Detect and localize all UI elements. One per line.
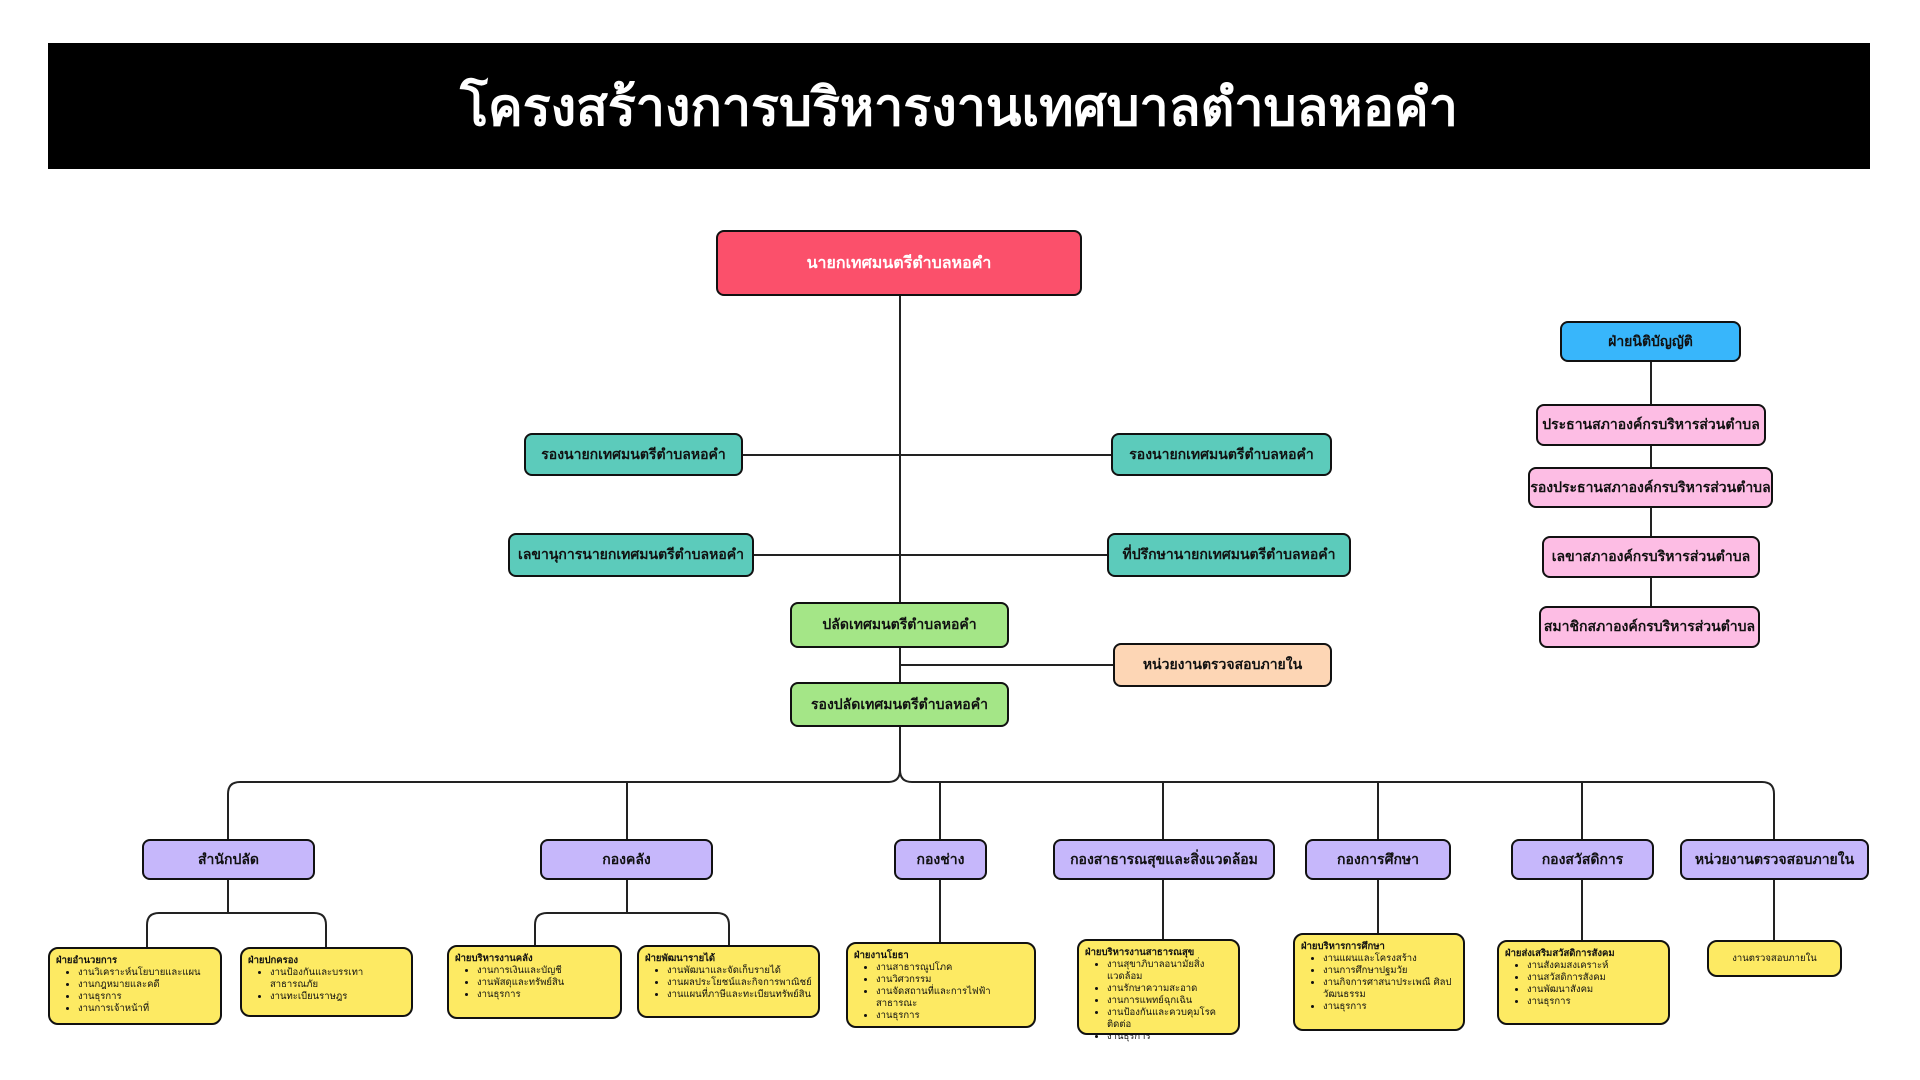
palad-node: ปลัดเทศมนตรีตำบลหอคำ: [790, 602, 1009, 648]
section-item: งานวิศวกรรม: [876, 974, 1028, 986]
section-item: งานการเงินและบัญชี: [477, 965, 614, 977]
division-engineering: กองช่าง: [894, 839, 987, 880]
section-item: งานธุรการ: [1527, 996, 1662, 1008]
mayor-node: นายกเทศมนตรีตำบลหอคำ: [716, 230, 1082, 296]
section-title: ฝ่ายอำนวยการ: [56, 955, 118, 966]
section-item: งานพัฒนาสังคม: [1527, 984, 1662, 996]
title-banner: โครงสร้างการบริหารงานเทศบาลตำบลหอคำ: [48, 43, 1870, 169]
page-title: โครงสร้างการบริหารงานเทศบาลตำบลหอคำ: [460, 77, 1458, 138]
section-title: ฝ่ายปกครอง: [248, 955, 299, 966]
section-item: งานแผนที่ภาษีและทะเบียนทรัพย์สิน: [667, 989, 812, 1001]
section-item: งานธุรการ: [876, 1010, 1028, 1022]
section-box: ฝ่ายบริหารการศึกษา งานแผนและโครงสร้างงาน…: [1293, 933, 1465, 1031]
section-item: งานสังคมสงเคราะห์: [1527, 960, 1662, 972]
section-box: ฝ่ายปกครอง งานป้องกันและบรรเทาสาธารณภัยง…: [240, 947, 413, 1017]
section-item: งานตรวจสอบภายใน: [1732, 952, 1817, 964]
section-item: งานสวัสดิการสังคม: [1527, 972, 1662, 984]
internal-audit-node: หน่วยงานตรวจสอบภายใน: [1113, 643, 1332, 687]
division-palad-office: สำนักปลัด: [142, 839, 315, 880]
legislature-node: ฝ่ายนิติบัญญัติ: [1560, 321, 1741, 362]
council-secretary-node: เลขาสภาองค์กรบริหารส่วนตำบล: [1542, 536, 1760, 578]
section-item: งานพัสดุและทรัพย์สิน: [477, 977, 614, 989]
deputy-palad-node: รองปลัดเทศมนตรีตำบลหอคำ: [790, 682, 1009, 727]
section-item: งานสาธารณูปโภค: [876, 962, 1028, 974]
section-title: ฝ่ายบริหารงานคลัง: [455, 953, 533, 964]
section-item: งานธุรการ: [1323, 1001, 1457, 1013]
deputy-mayor-left-node: รองนายกเทศมนตรีตำบลหอคำ: [524, 433, 743, 476]
section-item: งานป้องกันและควบคุมโรคติดต่อ: [1107, 1007, 1232, 1031]
division-public-health: กองสาธารณสุขและสิ่งแวดล้อม: [1053, 839, 1275, 880]
section-item: งานจัดสถานที่และการไฟฟ้า สาธารณะ: [876, 986, 1028, 1010]
section-box: ฝ่ายพัฒนารายได้ งานพัฒนาและจัดเก็บรายได้…: [637, 945, 820, 1018]
section-item: งานการเจ้าหน้าที่: [78, 1003, 214, 1015]
advisor-node: ที่ปรึกษานายกเทศมนตรีตำบลหอคำ: [1107, 533, 1351, 577]
deputy-mayor-right-node: รองนายกเทศมนตรีตำบลหอคำ: [1111, 433, 1332, 476]
section-item: งานกิจการศาสนาประเพณี ศิลป วัฒนธรรม: [1323, 977, 1457, 1001]
division-welfare: กองสวัสดิการ: [1511, 839, 1654, 880]
section-box: งานตรวจสอบภายใน: [1707, 940, 1842, 977]
section-item: งานทะเบียนราษฎร: [270, 991, 405, 1003]
section-title: ฝ่ายบริหารการศึกษา: [1301, 941, 1385, 952]
division-education: กองการศึกษา: [1305, 839, 1451, 880]
division-internal-audit: หน่วยงานตรวจสอบภายใน: [1680, 839, 1869, 880]
section-item: งานป้องกันและบรรเทาสาธารณภัย: [270, 967, 405, 991]
section-title: ฝ่ายบริหารงานสาธารณสุข: [1085, 947, 1195, 958]
section-item: งานธุรการ: [78, 991, 214, 1003]
section-box: ฝ่ายอำนวยการ งานวิเคราะห์นโยบายและแผนงาน…: [48, 947, 222, 1025]
section-item: งานการแพทย์ฉุกเฉิน: [1107, 995, 1232, 1007]
section-item: งานกฎหมายและคดี: [78, 979, 214, 991]
section-item: งานแผนและโครงสร้าง: [1323, 953, 1457, 965]
section-box: ฝ่ายส่งเสริมสวัสดิการสังคม งานสังคมสงเคร…: [1497, 940, 1670, 1025]
section-item: งานพัฒนาและจัดเก็บรายได้: [667, 965, 812, 977]
section-item: งานธุรการ: [477, 989, 614, 1001]
council-member-node: สมาชิกสภาองค์กรบริหารส่วนตำบล: [1539, 606, 1760, 648]
section-item: งานวิเคราะห์นโยบายและแผน: [78, 967, 214, 979]
section-item: งานสุขาภิบาลอนามัยสิ่งแวดล้อม: [1107, 959, 1232, 983]
secretary-node: เลขานุการนายกเทศมนตรีตำบลหอคำ: [508, 533, 754, 577]
section-title: ฝ่ายงานโยธา: [854, 950, 909, 961]
section-box: ฝ่ายบริหารงานคลัง งานการเงินและบัญชีงานพ…: [447, 945, 622, 1019]
division-finance: กองคลัง: [540, 839, 713, 880]
section-box: ฝ่ายงานโยธา งานสาธารณูปโภคงานวิศวกรรมงาน…: [846, 942, 1036, 1028]
council-chair-node: ประธานสภาองค์กรบริหารส่วนตำบล: [1536, 404, 1766, 446]
section-title: ฝ่ายพัฒนารายได้: [645, 953, 716, 964]
council-vice-chair-node: รองประธานสภาองค์กรบริหารส่วนตำบล: [1528, 467, 1773, 508]
section-item: งานธุรการ: [1107, 1031, 1232, 1043]
section-item: งานรักษาความสะอาด: [1107, 983, 1232, 995]
section-title: ฝ่ายส่งเสริมสวัสดิการสังคม: [1505, 948, 1615, 959]
section-box: ฝ่ายบริหารงานสาธารณสุข งานสุขาภิบาลอนามั…: [1077, 939, 1240, 1042]
section-item: งานการศึกษาปฐมวัย: [1323, 965, 1457, 977]
section-item: งานผลประโยชน์และกิจการพาณิชย์: [667, 977, 812, 989]
